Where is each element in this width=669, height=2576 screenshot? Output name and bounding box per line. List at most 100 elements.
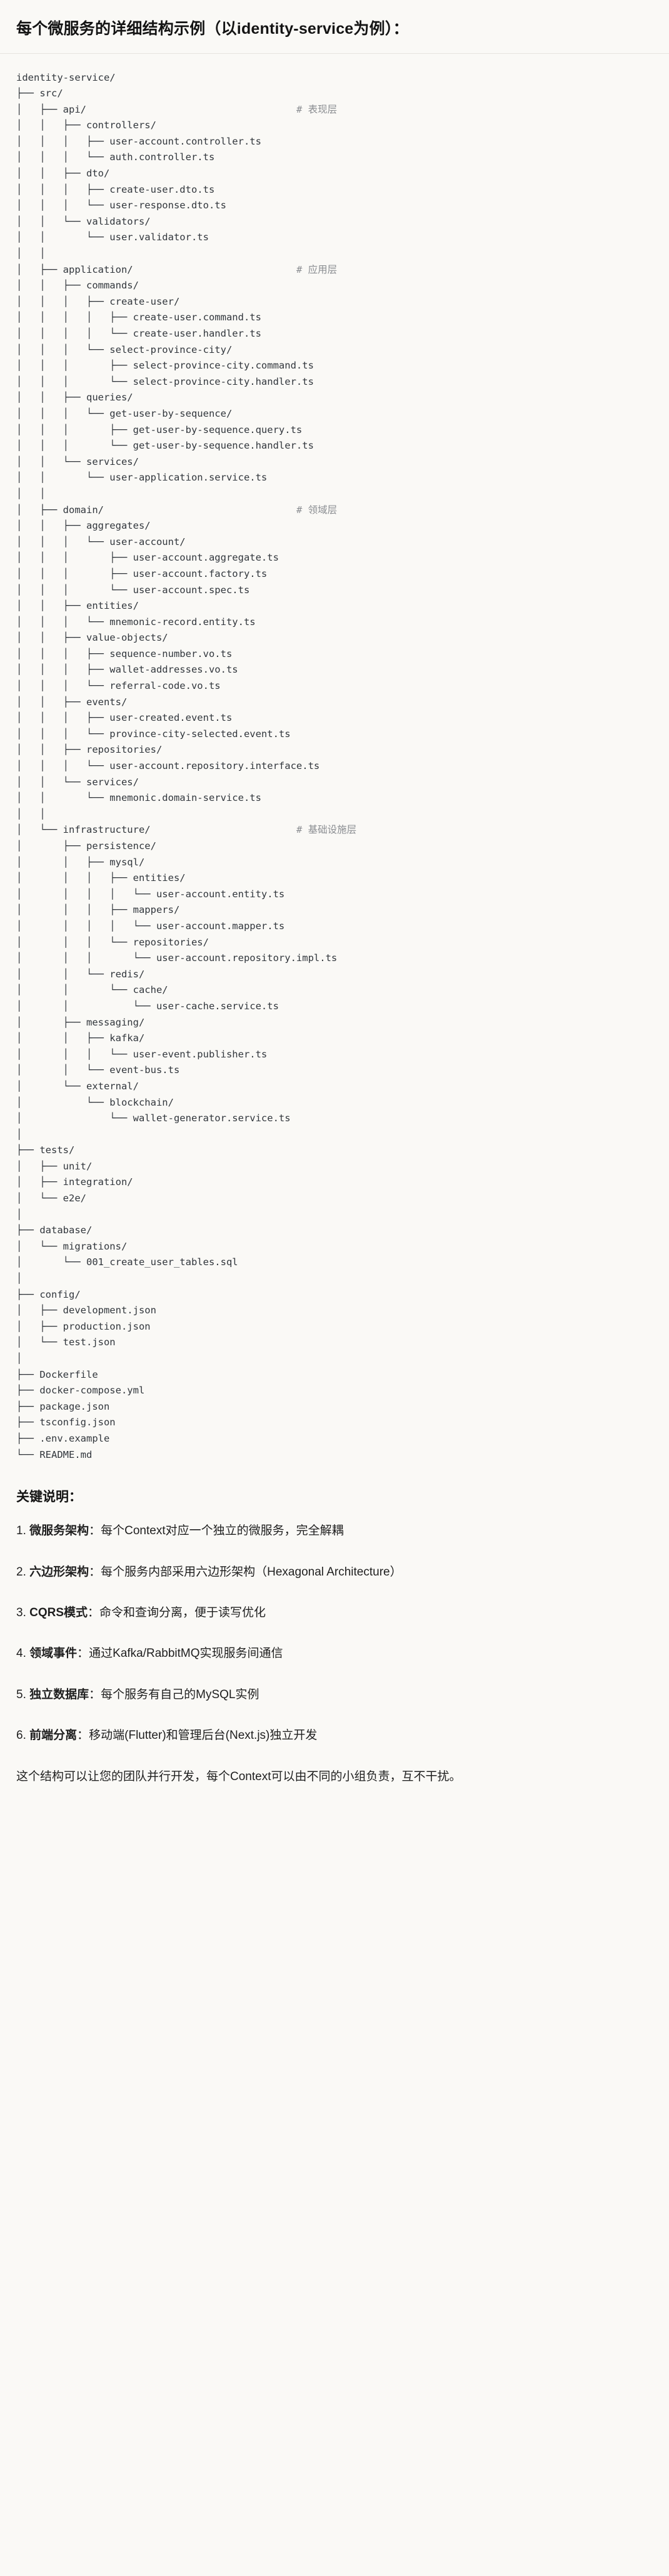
tree-node-label: │ │ └── redis/ [16, 968, 145, 980]
key-point-item: 4. 领域事件：通过Kafka/RabbitMQ实现服务间通信 [16, 1644, 653, 1662]
tree-node-label: │ └── wallet-generator.service.ts [16, 1112, 291, 1124]
tree-line: │ │ │ └── repositories/ [16, 935, 653, 951]
tree-line: │ └── migrations/ [16, 1239, 653, 1255]
tree-line: │ │ │ │ └── user-account.entity.ts [16, 887, 653, 903]
tree-line: │ ├── application/ # 应用层 [16, 262, 653, 278]
tree-line: │ │ [16, 807, 653, 823]
tree-line: │ ├── persistence/ [16, 838, 653, 855]
tree-line: │ │ ├── value-objects/ [16, 630, 653, 646]
tree-node-label: │ │ └── user.validator.ts [16, 232, 209, 243]
tree-line: └── README.md [16, 1447, 653, 1464]
tree-line: ├── package.json [16, 1399, 653, 1415]
key-point-keyword: 独立数据库 [29, 1688, 89, 1701]
tree-line: │ │ │ └── get-user-by-sequence/ [16, 406, 653, 422]
tree-line: │ │ └── services/ [16, 454, 653, 471]
tree-line: ├── .env.example [16, 1431, 653, 1447]
tree-layer-comment: # 应用层 [296, 263, 338, 275]
tree-node-label: │ └── test.json [16, 1336, 116, 1348]
tree-line: │ │ └── user.validator.ts [16, 230, 653, 246]
tree-node-label: │ │ │ ├── create-user/ [16, 295, 180, 307]
tree-line: │ │ ├── dto/ [16, 166, 653, 182]
key-point-body: ：每个服务有自己的MySQL实例 [89, 1688, 259, 1701]
directory-tree-block: identity-service/├── src/│ ├── api/ # 表现… [0, 53, 669, 1472]
key-point-item: 1. 微服务架构：每个Context对应一个独立的微服务，完全解耦 [16, 1522, 653, 1540]
key-point-number: 1. [16, 1524, 30, 1538]
tree-line: │ │ ├── events/ [16, 695, 653, 711]
tree-line: │ │ └── user-application.service.ts [16, 470, 653, 486]
tree-node-label: │ │ │ ├── get-user-by-sequence.query.ts [16, 424, 303, 435]
tree-node-label: │ │ │ └── user-account.spec.ts [16, 584, 250, 596]
key-point-keyword: 前端分离 [29, 1729, 78, 1743]
key-point-number: 5. [16, 1688, 30, 1701]
tree-line: │ └── test.json [16, 1335, 653, 1351]
tree-line: │ │ └── services/ [16, 775, 653, 791]
tree-line: │ ├── unit/ [16, 1159, 653, 1175]
tree-line: │ │ └── cache/ [16, 982, 653, 999]
tree-node-label: │ │ │ ├── create-user.dto.ts [16, 183, 215, 195]
tree-line: │ │ └── user-cache.service.ts [16, 999, 653, 1015]
tree-node-label: │ │ │ │ └── create-user.handler.ts [16, 328, 261, 339]
tree-node-label: │ ├── production.json [16, 1320, 151, 1332]
key-point-keyword: 六边形架构 [29, 1565, 89, 1579]
tree-node-label: │ │ │ └── referral-code.vo.ts [16, 680, 221, 692]
tree-node-label: ├── Dockerfile [16, 1368, 98, 1380]
tree-node-label: │ │ │ │ └── user-account.entity.ts [16, 888, 285, 900]
key-point-number: 3. [16, 1606, 30, 1620]
tree-node-label: │ │ │ ├── user-account.controller.ts [16, 135, 261, 147]
tree-node-label: │ │ ├── dto/ [16, 168, 110, 180]
tree-node-label: │ │ │ └── province-city-selected.event.t… [16, 728, 291, 740]
tree-node-label: │ [16, 1128, 23, 1140]
tree-line: │ │ │ └── auth.controller.ts [16, 150, 653, 166]
tree-node-label: │ │ │ ├── sequence-number.vo.ts [16, 648, 233, 659]
tree-line: │ │ ├── commands/ [16, 278, 653, 294]
tree-node-label: identity-service/ [16, 71, 116, 83]
tree-node-label: ├── tests/ [16, 1144, 75, 1156]
tree-line: │ ├── messaging/ [16, 1015, 653, 1031]
directory-tree: identity-service/├── src/│ ├── api/ # 表现… [16, 70, 653, 1464]
page-title: 每个微服务的详细结构示例（以identity-service为例）： [16, 20, 409, 38]
tree-node-label: │ │ │ ├── wallet-addresses.vo.ts [16, 664, 238, 676]
tree-node-label: │ │ │ ├── entities/ [16, 872, 186, 884]
tree-node-label: │ │ └── validators/ [16, 215, 151, 227]
tree-line: │ └── e2e/ [16, 1191, 653, 1207]
tree-node-label: │ └── migrations/ [16, 1240, 128, 1252]
tree-line: │ │ │ ├── user-account.aggregate.ts [16, 550, 653, 566]
tree-node-label: │ └── e2e/ [16, 1193, 86, 1204]
tree-node-label: │ │ │ ├── select-province-city.command.t… [16, 360, 314, 372]
key-point-item: 5. 独立数据库：每个服务有自己的MySQL实例 [16, 1686, 653, 1704]
tree-line: ├── src/ [16, 86, 653, 102]
tree-line: │ └── external/ [16, 1079, 653, 1095]
tree-node-label: │ │ ├── aggregates/ [16, 520, 151, 532]
tree-node-label: │ │ │ └── select-province-city/ [16, 344, 233, 355]
tree-node-label: │ │ ├── kafka/ [16, 1032, 145, 1044]
tree-node-label: │ │ │ └── user-account/ [16, 536, 186, 547]
tree-line: │ │ │ └── user-account/ [16, 534, 653, 551]
tree-line: │ │ │ ├── create-user.dto.ts [16, 182, 653, 198]
tree-line: │ │ ├── entities/ [16, 598, 653, 614]
tree-line: ├── tsconfig.json [16, 1415, 653, 1431]
tree-node-label: ├── package.json [16, 1400, 110, 1412]
tree-node-label: │ │ │ └── mnemonic-record.entity.ts [16, 616, 256, 628]
tree-line: │ │ │ └── select-province-city/ [16, 342, 653, 359]
tree-line: │ │ ├── aggregates/ [16, 518, 653, 534]
tree-line: │ [16, 1271, 653, 1287]
tree-line: │ │ │ ├── select-province-city.command.t… [16, 358, 653, 374]
key-point-number: 4. [16, 1647, 30, 1661]
tree-line: │ │ [16, 486, 653, 502]
tree-node-label: │ │ [16, 487, 46, 499]
tree-node-label: ├── tsconfig.json [16, 1417, 116, 1428]
tree-line: │ │ │ ├── wallet-addresses.vo.ts [16, 662, 653, 678]
tree-layer-comment: # 领域层 [296, 504, 338, 516]
tree-line: │ [16, 1207, 653, 1223]
tree-node-label: │ │ ├── commands/ [16, 280, 139, 292]
tree-line: │ │ [16, 246, 653, 262]
tree-line: │ │ │ ├── get-user-by-sequence.query.ts [16, 422, 653, 439]
tree-node-label: │ │ ├── controllers/ [16, 120, 156, 131]
tree-line: │ ├── development.json [16, 1303, 653, 1319]
tree-line: │ │ │ └── user-event.publisher.ts [16, 1047, 653, 1063]
key-point-body: ：命令和查询分离，便于读写优化 [88, 1606, 266, 1620]
tree-line: ├── Dockerfile [16, 1367, 653, 1383]
tree-line: │ │ │ ├── mappers/ [16, 902, 653, 919]
